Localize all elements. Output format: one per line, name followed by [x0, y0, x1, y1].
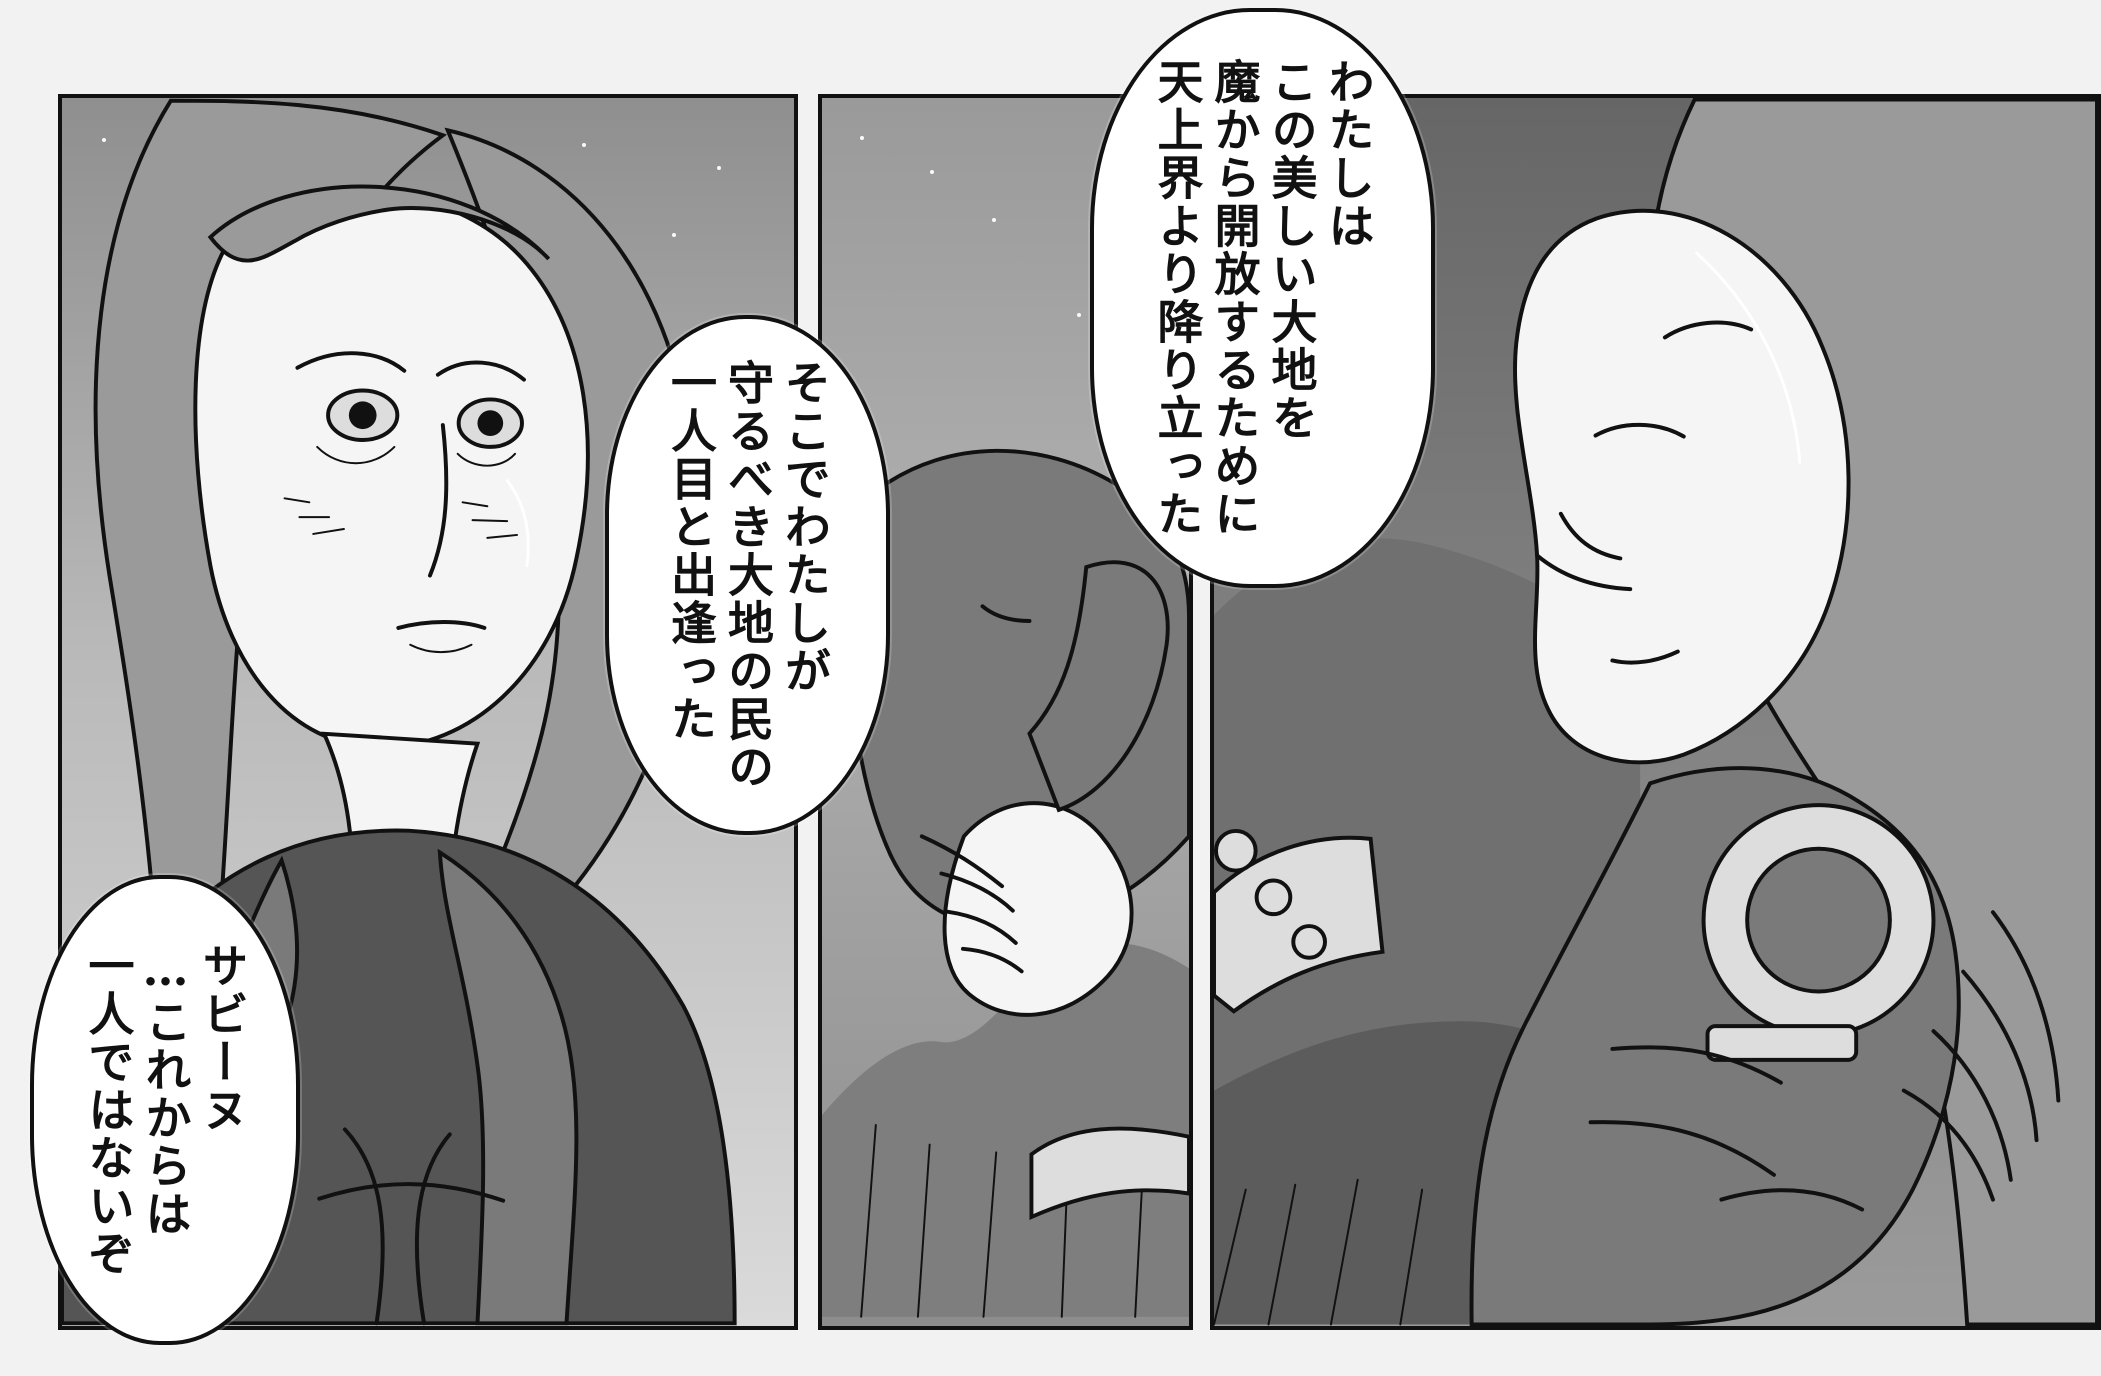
speech-text-top: わたしは この美しい大地を 魔から開放するために 天上界より降り立った: [1150, 58, 1376, 538]
star: [582, 143, 586, 147]
star: [930, 170, 934, 174]
star: [860, 136, 864, 140]
speech-text-bottom: サビーヌ …これからは 一人ではないぞ: [81, 942, 250, 1278]
star: [672, 233, 676, 237]
speech-text-middle: そこでわたしが 守るべき大地の民の 一人目と出逢った: [663, 359, 833, 791]
star: [102, 138, 106, 142]
star: [992, 218, 996, 222]
hand-panel-art: [822, 448, 1189, 1318]
star: [717, 166, 721, 170]
speech-bubble-top: わたしは この美しい大地を 魔から開放するために 天上界より降り立った: [1090, 8, 1435, 588]
woman-profile-art: [1214, 98, 2097, 1326]
star: [1077, 313, 1081, 317]
speech-bubble-bottom: サビーヌ …これからは 一人ではないぞ: [30, 875, 300, 1345]
speech-bubble-middle: そこでわたしが 守るべき大地の民の 一人目と出逢った: [605, 315, 890, 835]
